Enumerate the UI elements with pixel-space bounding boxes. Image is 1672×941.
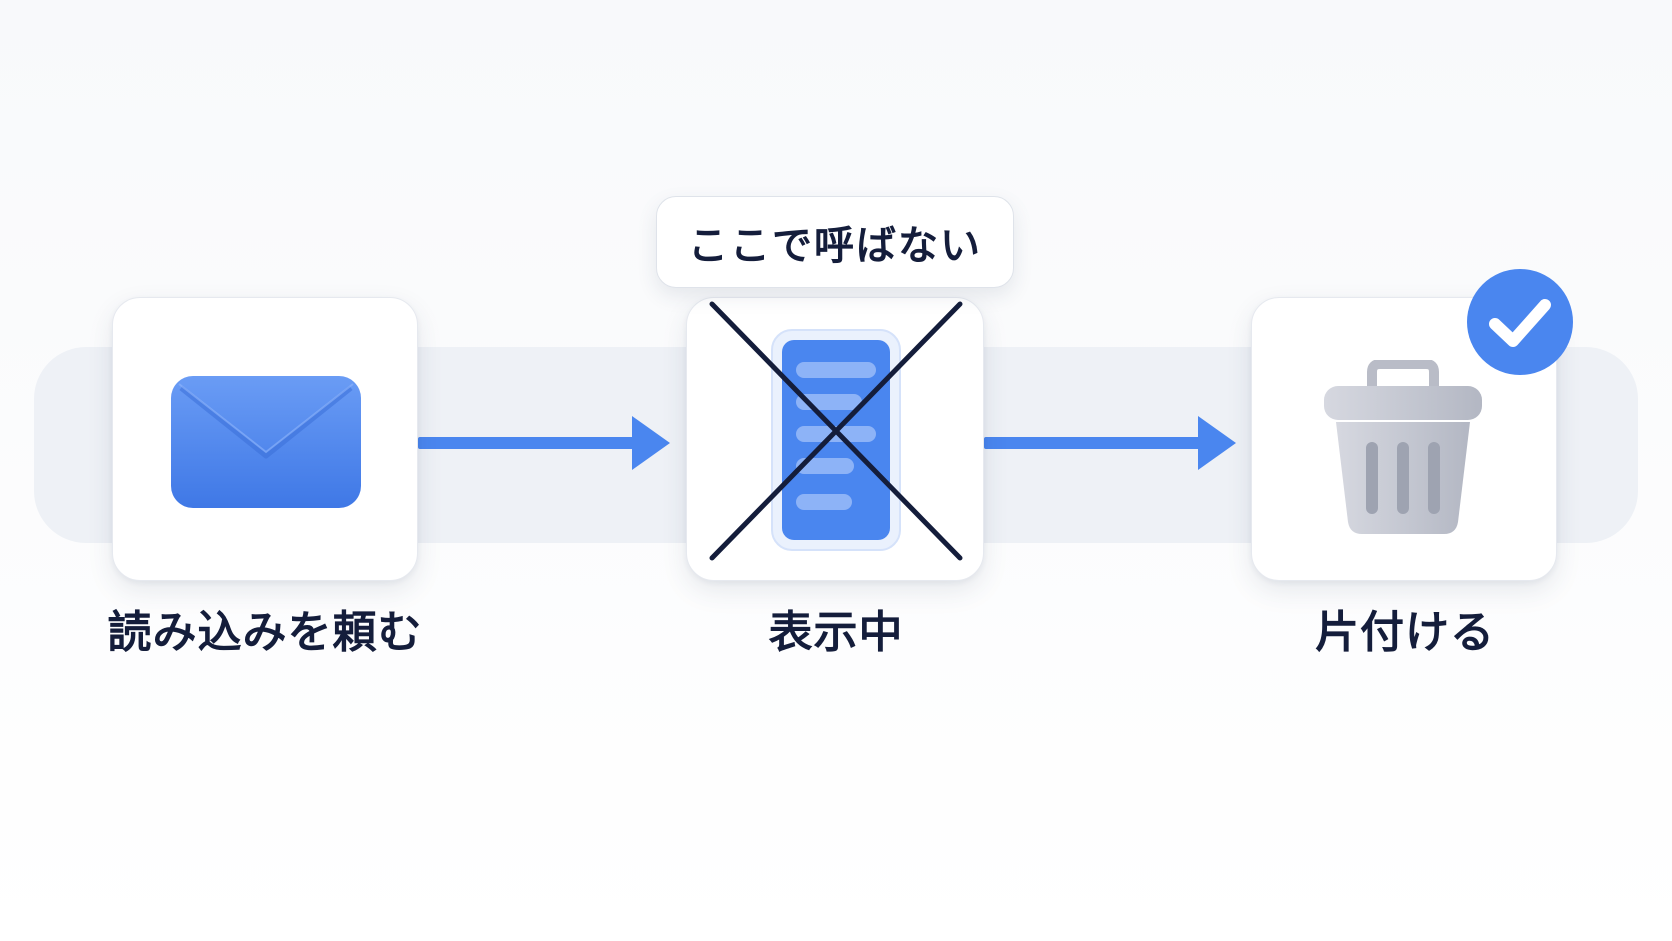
callout-text: ここで呼ばない xyxy=(688,223,982,269)
phone-screen-icon xyxy=(771,329,901,551)
trash-can-icon xyxy=(1324,360,1482,534)
envelope-icon xyxy=(171,376,361,508)
step-card-load xyxy=(112,297,418,581)
arrow-1-icon xyxy=(418,416,670,470)
arrow-2-icon xyxy=(984,416,1236,470)
warning-callout: ここで呼ばない xyxy=(656,196,1014,288)
cross-mark-icon xyxy=(709,301,963,561)
step-label-cleanup: 片付ける xyxy=(1315,607,1495,658)
check-badge-icon xyxy=(1467,269,1573,375)
step-label-load: 読み込みを頼む xyxy=(107,607,423,658)
step-label-display: 表示中 xyxy=(768,607,904,658)
